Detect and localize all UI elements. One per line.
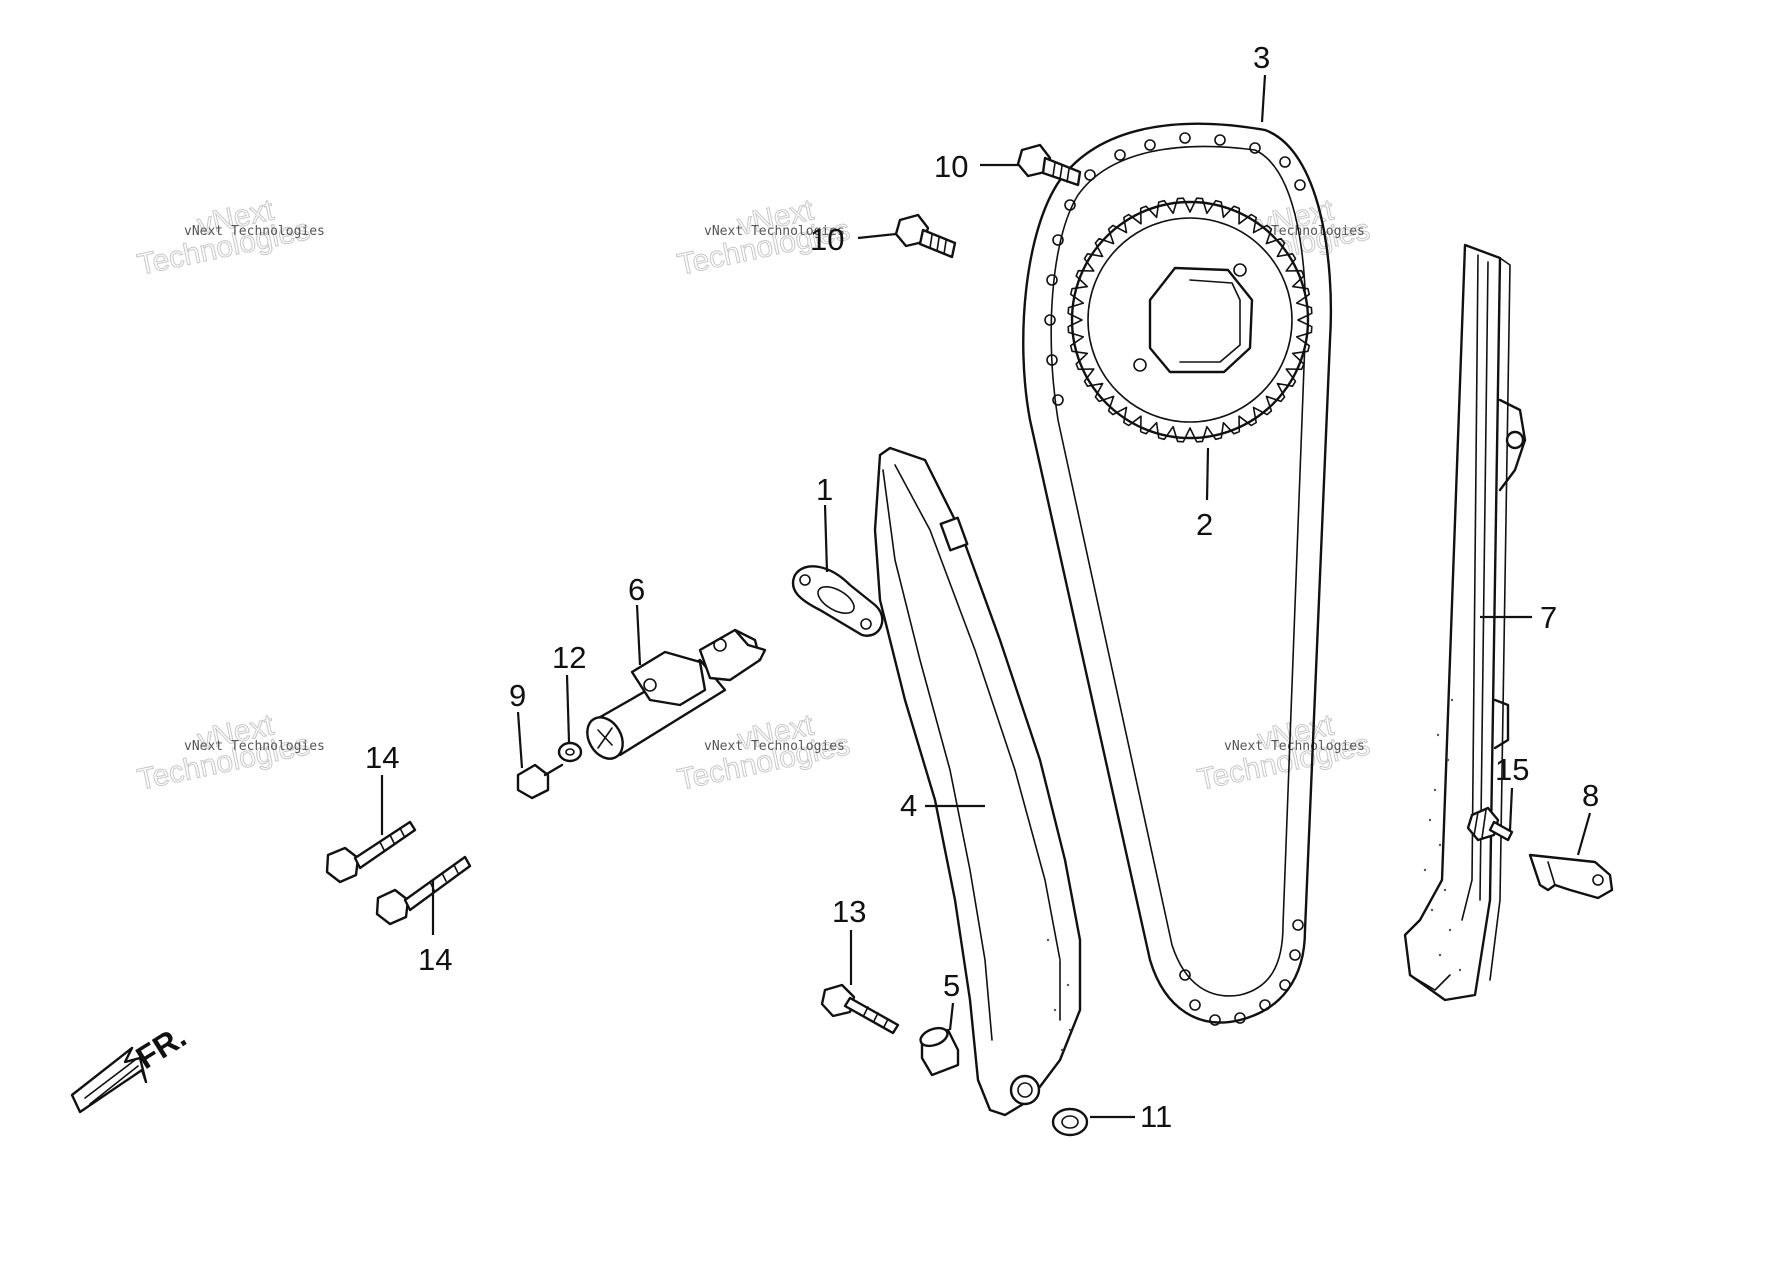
collar-5	[919, 1026, 960, 1077]
tensioner-gasket	[791, 565, 884, 637]
watermark-4: vNext Technologies vNext Technologies	[134, 708, 325, 797]
bolt-9	[516, 763, 564, 800]
bolt-13	[820, 983, 900, 1035]
washer-11	[1051, 1107, 1089, 1137]
tensioner-lifter	[586, 628, 767, 760]
watermark-6: vNext Technologies vNext Technologies	[1194, 708, 1373, 797]
watermark-small: vNext Technologies	[184, 224, 325, 239]
callout-5: 5	[943, 968, 960, 1003]
guide-texture	[1423, 698, 1462, 972]
bolt-14-upper	[325, 820, 417, 884]
callout-labels: 3 10 10 2 1 6 12 9 14 14 7 4 13 5 11 15 …	[365, 40, 1599, 1134]
callout-10-upper: 10	[934, 149, 968, 184]
flange-bolt-10-lower	[894, 213, 957, 259]
flange-bolt-10-upper	[1016, 143, 1082, 187]
callout-7: 7	[1540, 600, 1557, 635]
sprocket-teeth-outline	[1067, 197, 1313, 443]
watermark-5: vNext Technologies vNext Technologies	[674, 708, 853, 797]
slipper-texture	[1046, 938, 1072, 1052]
callout-11: 11	[1140, 1099, 1172, 1134]
watermark-small: vNext Technologies	[704, 224, 845, 239]
chain-rollers-top	[1044, 132, 1306, 406]
leader-lines	[380, 74, 1592, 1119]
callout-13: 13	[832, 894, 866, 929]
bolt-14-lower	[375, 855, 472, 926]
callout-2: 2	[1196, 507, 1213, 542]
callout-4: 4	[900, 788, 917, 823]
callout-15: 15	[1495, 752, 1529, 787]
watermark-1: vNext Technologies vNext Technologies	[134, 193, 325, 282]
cam-chain-guide	[1403, 243, 1527, 1002]
callout-12: 12	[552, 640, 586, 675]
callout-6: 6	[628, 572, 645, 607]
sealing-washer-12	[557, 741, 583, 763]
bolt-15	[1466, 806, 1514, 842]
callout-1: 1	[816, 472, 833, 507]
callout-14-upper: 14	[365, 740, 399, 775]
watermark-small: vNext Technologies	[1224, 739, 1365, 754]
callout-9: 9	[509, 678, 526, 713]
watermark-small: vNext Technologies	[704, 739, 845, 754]
callout-14-lower: 14	[418, 942, 452, 977]
cam-sprocket	[1067, 197, 1313, 443]
callout-10-lower: 10	[810, 222, 844, 257]
sprocket-teeth	[1067, 197, 1313, 443]
callout-8: 8	[1582, 778, 1599, 813]
tensioner-slipper	[873, 446, 1082, 1117]
bracket-8	[1528, 853, 1614, 900]
chain-rollers-bottom	[1179, 919, 1304, 1026]
callout-3: 3	[1253, 40, 1270, 75]
front-direction-indicator: FR.	[70, 1018, 192, 1114]
watermark-small: vNext Technologies	[184, 739, 325, 754]
